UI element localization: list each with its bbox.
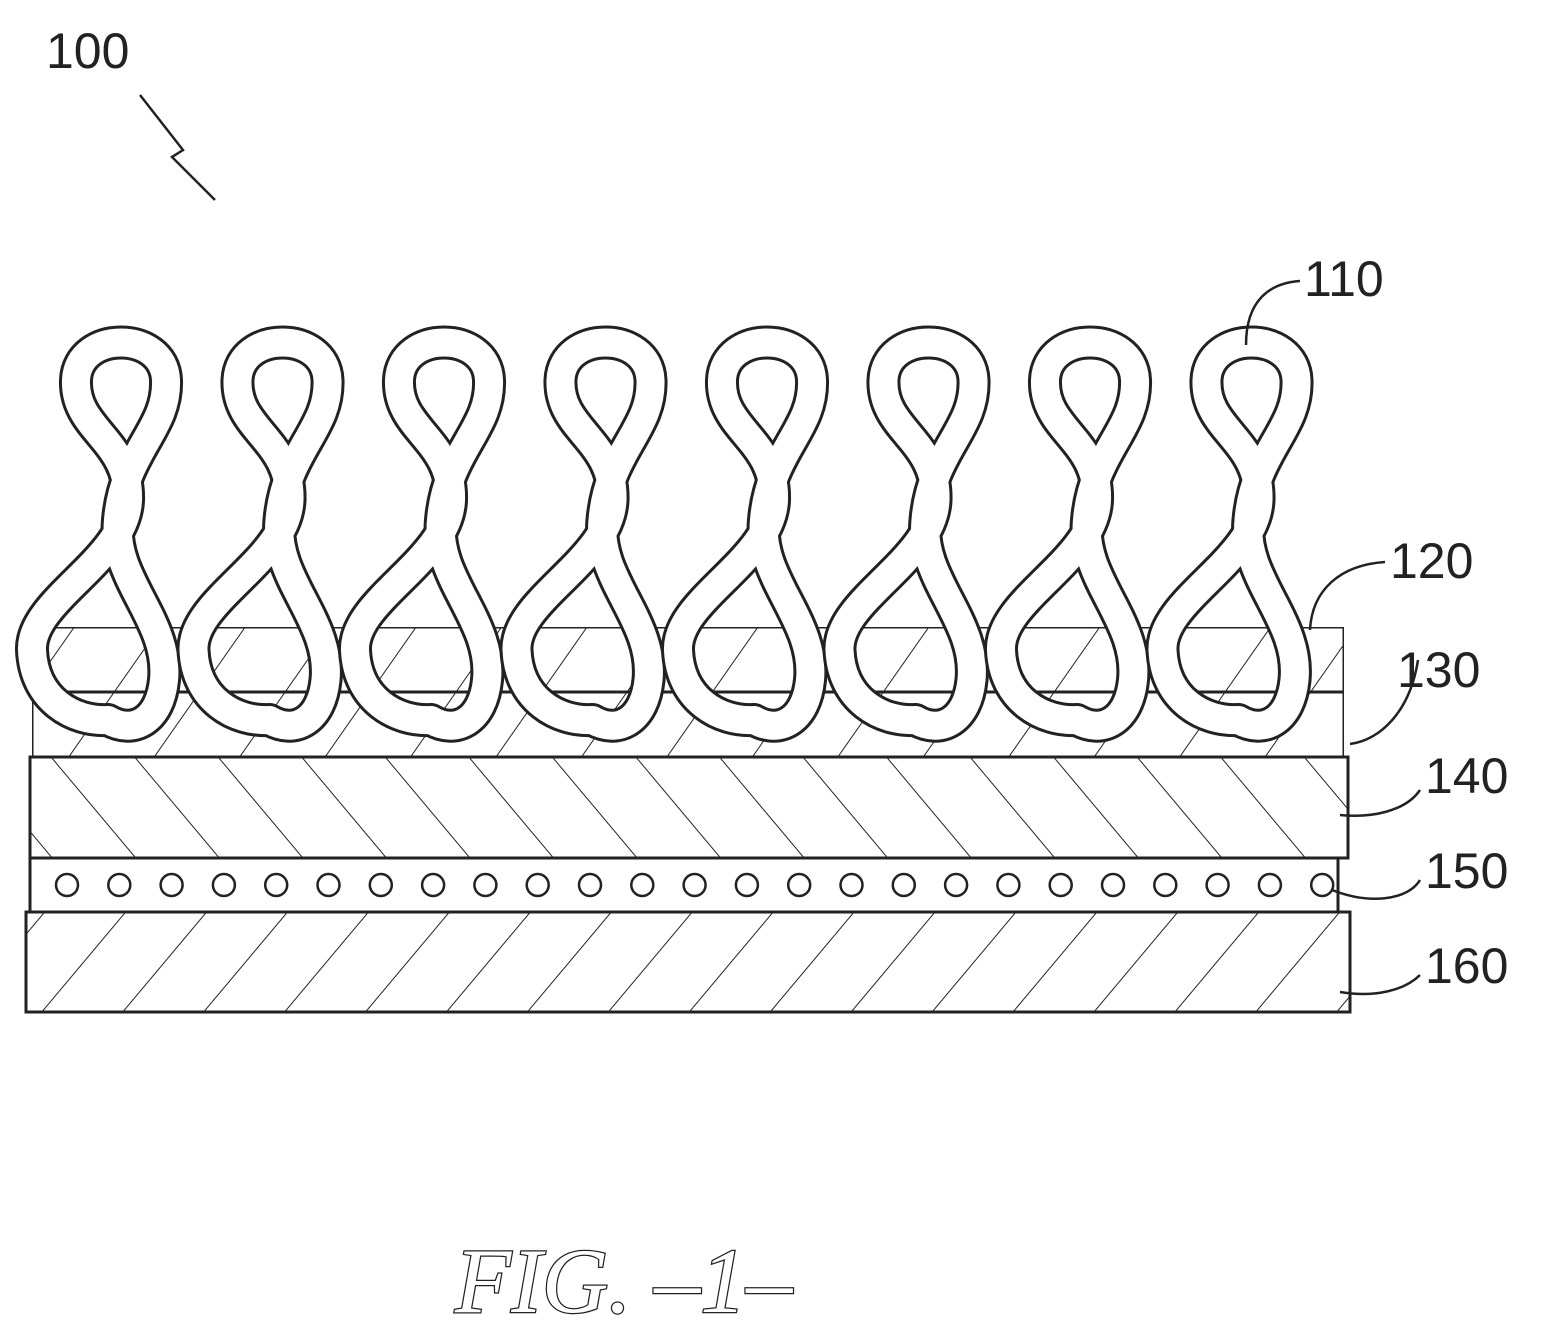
particle-circle — [579, 874, 601, 896]
particle-circle — [631, 874, 653, 896]
leader-120 — [1310, 562, 1385, 630]
label-140: 140 — [1425, 748, 1508, 804]
reference-number-100: 100 — [46, 23, 129, 79]
particle-circle — [1050, 874, 1072, 896]
particle-circle — [56, 874, 78, 896]
particle-circle — [265, 874, 287, 896]
layer-160 — [26, 912, 1350, 1012]
leader-140 — [1340, 790, 1420, 816]
particle-circle — [161, 874, 183, 896]
particle-circle — [527, 874, 549, 896]
label-150: 150 — [1425, 843, 1508, 899]
particle-circle — [841, 874, 863, 896]
leader-150 — [1332, 880, 1420, 899]
figure-caption: FIG. –1– — [454, 1230, 793, 1332]
particle-circle — [1207, 874, 1229, 896]
particle-circle — [1154, 874, 1176, 896]
label-110: 110 — [1304, 251, 1384, 307]
particle-circle — [370, 874, 392, 896]
particle-circle — [108, 874, 130, 896]
label-160: 160 — [1425, 938, 1508, 994]
particle-circle — [1259, 874, 1281, 896]
particle-circle — [788, 874, 810, 896]
particle-circle — [893, 874, 915, 896]
particle-circle — [997, 874, 1019, 896]
layer-140 — [30, 757, 1348, 858]
reference-100-leader — [140, 95, 215, 200]
label-120: 120 — [1390, 533, 1473, 589]
particle-circle — [1311, 874, 1333, 896]
label-130: 130 — [1397, 642, 1480, 698]
leader-160 — [1340, 975, 1420, 994]
particle-circle — [736, 874, 758, 896]
particle-circle — [684, 874, 706, 896]
particle-circle — [474, 874, 496, 896]
particle-circle — [422, 874, 444, 896]
particle-circle — [318, 874, 340, 896]
particle-circle — [213, 874, 235, 896]
particle-circle — [1102, 874, 1124, 896]
particle-circle — [945, 874, 967, 896]
